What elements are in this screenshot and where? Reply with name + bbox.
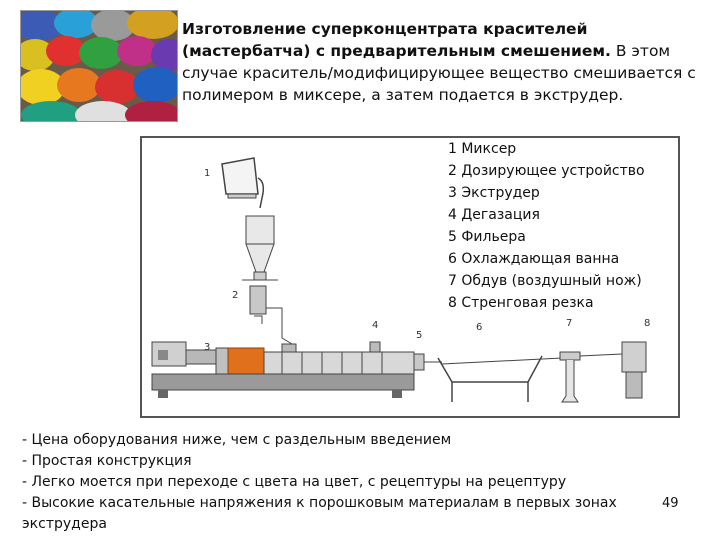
advantages-list: - Цена оборудования ниже, чем с раздельн…: [22, 430, 662, 535]
air-knife: [559, 351, 623, 403]
extruder: [151, 341, 415, 398]
list-item: - Высокие касательные напряжения к порош…: [22, 495, 617, 532]
legend-item: 6 Охлаждающая ванна: [448, 251, 620, 267]
label-2: 2: [232, 290, 238, 301]
label-3: 3: [204, 342, 210, 353]
pellets-image: [20, 10, 178, 122]
die: [413, 353, 442, 371]
label-7: 7: [566, 318, 572, 329]
dosing-unit: [242, 215, 293, 345]
label-8: 8: [644, 318, 650, 329]
legend-item: 4 Дегазация: [448, 207, 540, 223]
page-number: 49: [662, 496, 679, 511]
list-item: - Цена оборудования ниже, чем с раздельн…: [22, 432, 452, 448]
slide-title: Изготовление суперконцентрата красителей…: [182, 18, 702, 106]
legend-item: 7 Обдув (воздушный нож): [448, 273, 642, 289]
equipment-legend: 1 Миксер 2 Дозирующее устройство 3 Экстр…: [448, 138, 688, 314]
label-5: 5: [416, 330, 422, 341]
label-4: 4: [372, 320, 378, 331]
title-regular: В этом случае краситель/модифицирующее в…: [182, 42, 696, 104]
legend-item: 5 Фильера: [448, 229, 526, 245]
mixer: [221, 157, 265, 209]
strand-cutter: [621, 341, 647, 399]
legend-item: 1 Миксер: [448, 141, 517, 157]
list-item: - Легко моется при переходе с цвета на ц…: [22, 474, 567, 490]
legend-item: 8 Стренговая резка: [448, 295, 594, 311]
cooling-bath: [437, 355, 563, 402]
extrusion-line-diagram: 1 2 3 4 5 6 7 8: [140, 136, 680, 418]
list-item: - Простая конструкция: [22, 453, 192, 469]
legend-item: 2 Дозирующее устройство: [448, 163, 645, 179]
label-1: 1: [204, 168, 210, 179]
legend-item: 3 Экструдер: [448, 185, 540, 201]
label-6: 6: [476, 322, 482, 333]
title-bold: Изготовление суперконцентрата красителей…: [182, 20, 611, 60]
